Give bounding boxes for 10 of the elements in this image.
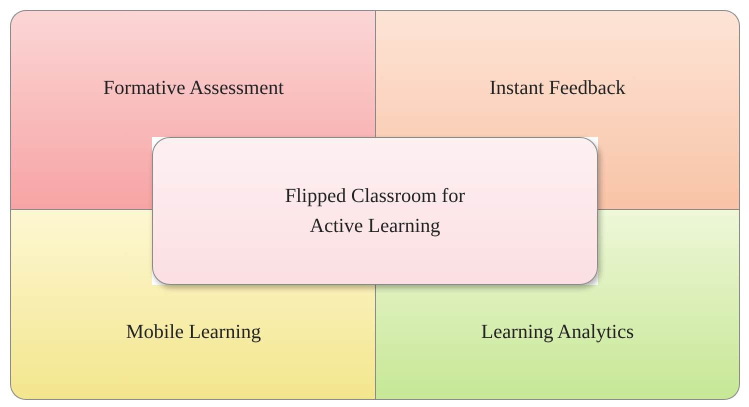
node-label: Learning Analytics [481,320,634,345]
node-label: Formative Assessment [103,76,284,101]
quadrant-panel [10,285,376,400]
node-label: Flipped Classroom for Active Learning [285,184,465,239]
node-label: Instant Feedback [489,76,626,101]
quadrant-panel [376,10,740,137]
quadrant-panel [10,10,376,137]
node-label: Mobile Learning [126,320,261,345]
center-box [152,137,598,285]
quadrant-panel [376,285,740,400]
